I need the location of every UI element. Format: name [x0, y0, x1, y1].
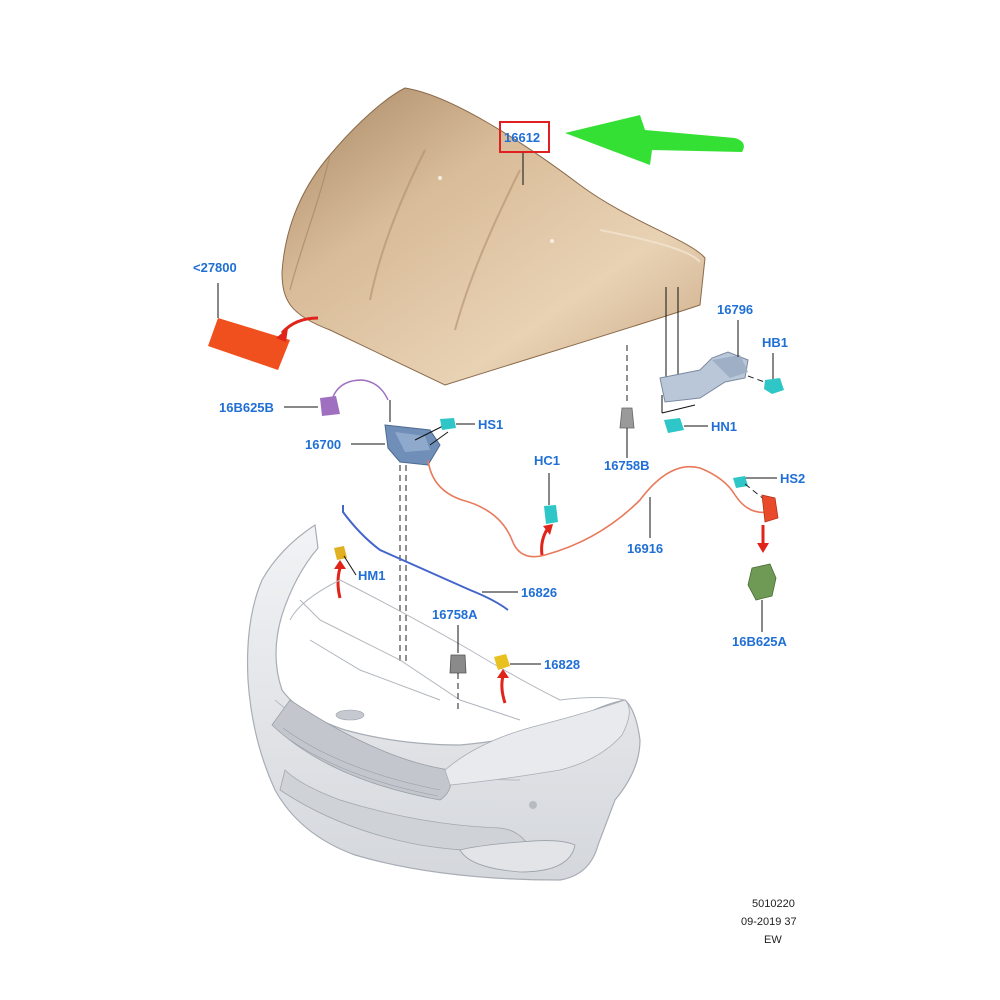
cable-end-b[interactable] [320, 396, 340, 416]
hinge-bolt-label[interactable]: HB1 [762, 335, 788, 350]
cable-end-b-label[interactable]: 16B625B [219, 400, 274, 415]
prop-clip-icon[interactable] [494, 654, 510, 670]
handle-screw-icon[interactable] [733, 476, 748, 488]
latch-screw-label[interactable]: HS1 [478, 417, 503, 432]
doc-ref-number: 5010220 [752, 898, 795, 910]
cable-clip-red-arrow [540, 527, 550, 556]
doc-ref-code: EW [764, 934, 782, 946]
hinge-part-label[interactable]: 16796 [717, 302, 753, 317]
doc-ref-date: 09-2019 37 [741, 916, 797, 928]
hood-panel[interactable] [281, 87, 706, 386]
handle-bracket[interactable] [761, 494, 779, 523]
latch-part-label[interactable]: 16700 [305, 437, 341, 452]
hood-latch[interactable] [384, 424, 441, 466]
prop-rod-label[interactable]: 16826 [521, 585, 557, 600]
seal-red-arrow [280, 316, 319, 335]
bumper-stop-b[interactable] [619, 407, 635, 429]
prop-clip-label[interactable]: 16828 [544, 657, 580, 672]
hood-part-label[interactable]: 16612 [504, 130, 540, 145]
handle-screw-label[interactable]: HS2 [780, 471, 805, 486]
prop-mount-label[interactable]: HM1 [358, 568, 385, 583]
hood-hinge[interactable] [659, 351, 749, 414]
green-pointer-arrow [565, 115, 744, 165]
release-handle-label[interactable]: 16B625A [732, 634, 788, 649]
prop-rod[interactable] [342, 505, 509, 611]
seal-strip[interactable] [208, 318, 290, 370]
release-handle[interactable] [747, 563, 777, 601]
prop-clip-red-arrow [500, 675, 507, 704]
prop-mount-red-arrow [336, 567, 342, 599]
bumper-stop-a-label[interactable]: 16758A [432, 607, 478, 622]
front-bumper [246, 523, 641, 881]
release-cable-label[interactable]: 16916 [627, 541, 663, 556]
latch-screw-icon[interactable] [440, 418, 456, 430]
hinge-bolt-icon[interactable] [764, 378, 784, 394]
cable-clip-icon[interactable] [544, 505, 558, 524]
bumper-stop-b-label[interactable]: 16758B [604, 458, 650, 473]
bumper-stop-a[interactable] [449, 654, 467, 674]
hinge-nut-label[interactable]: HN1 [711, 419, 737, 434]
hinge-nut-icon[interactable] [664, 418, 684, 433]
cable-clip-label[interactable]: HC1 [534, 453, 560, 468]
release-cable[interactable] [427, 459, 769, 558]
seal-ref-label[interactable]: <27800 [193, 260, 237, 275]
hood-callout-box [499, 121, 550, 153]
